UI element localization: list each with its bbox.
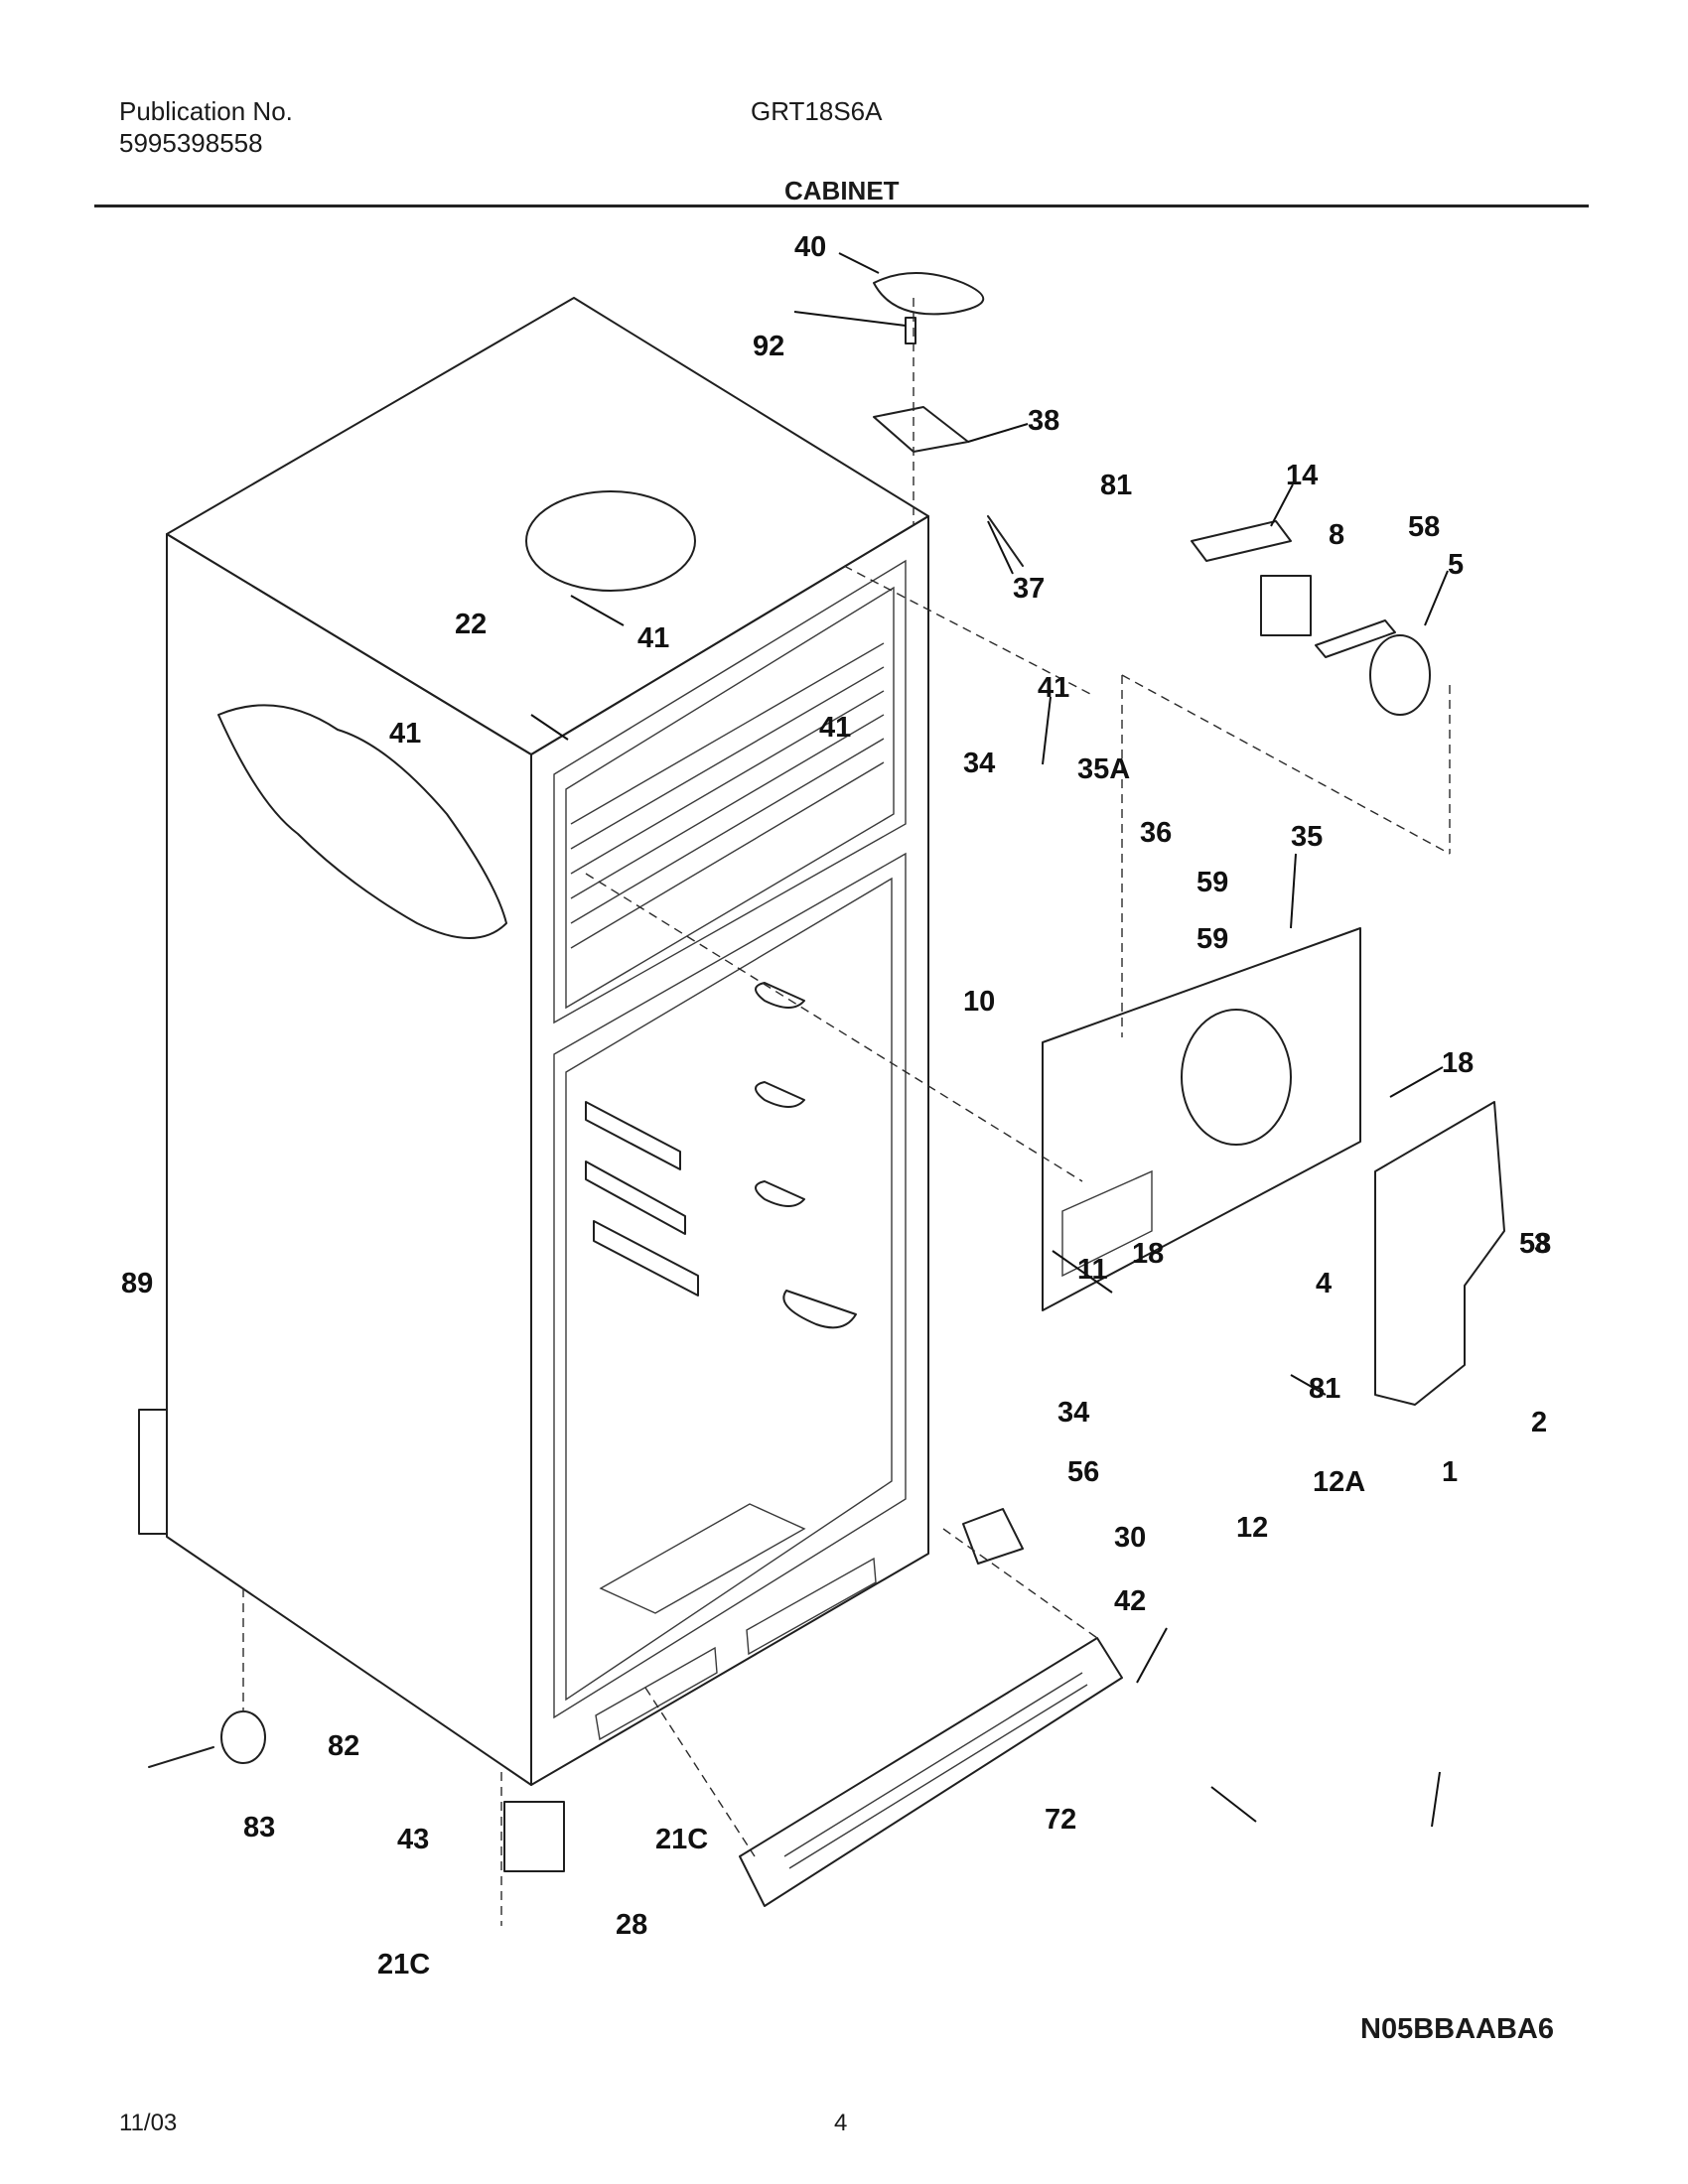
fan-motor-assembly: [1191, 520, 1431, 716]
callout-label: 34: [963, 748, 995, 779]
publication-number: 5995398558: [119, 128, 263, 158]
callout-label: 83: [243, 1812, 275, 1843]
callout-label: 3: [1534, 1228, 1550, 1260]
control-housing: [1374, 1101, 1505, 1406]
callout-label: 18: [1132, 1238, 1164, 1270]
insulation-cutaways: [217, 490, 696, 939]
callout-label: 28: [616, 1909, 647, 1941]
page-number: 4: [834, 2110, 848, 2136]
callout-label: 30: [1114, 1522, 1146, 1554]
freezer-ribs: [570, 642, 885, 949]
header-rule: [94, 205, 1589, 207]
callout-label: 35A: [1077, 753, 1130, 785]
callout-label: 92: [753, 331, 784, 362]
top-hinge-assembly: [873, 272, 1024, 567]
callout-label: 2: [1531, 1407, 1547, 1438]
leader-lines: [530, 252, 1449, 1828]
callout-label: 35: [1291, 821, 1323, 853]
callout-label: 5: [1448, 549, 1464, 581]
section-title: CABINET: [784, 176, 900, 205]
kickplate-grille: [739, 1637, 1123, 1907]
side-bracket: [138, 1409, 168, 1535]
callout-label: 4: [1316, 1268, 1332, 1299]
shelf-supports: [585, 982, 857, 1614]
callout-label: 59: [1196, 867, 1228, 898]
callout-label: 41: [389, 718, 421, 750]
callout-label: 12A: [1313, 1466, 1365, 1498]
diagram-code: N05BBAABA6: [1360, 2013, 1554, 2045]
callout-label: 81: [1309, 1373, 1340, 1405]
callout-label: 34: [1057, 1397, 1089, 1429]
callout-label: 37: [1013, 573, 1045, 605]
callout-label: 21C: [655, 1824, 708, 1855]
publication-label: Publication No.: [119, 96, 293, 126]
callout-label: 8: [1329, 519, 1344, 551]
cabinet-body: [166, 297, 929, 1786]
callout-label: 18: [1442, 1047, 1474, 1079]
callout-label: 59: [1196, 923, 1228, 955]
callout-label: 41: [637, 622, 669, 654]
callout-label: 38: [1028, 405, 1059, 437]
callout-labels: 40 92 38 81 14 8 58 5 37 22 41 41 41 41 …: [121, 231, 1551, 1980]
callout-label: 40: [794, 231, 826, 263]
callout-label: 56: [1067, 1456, 1099, 1488]
callout-label: 81: [1100, 470, 1132, 501]
callout-label: 22: [455, 609, 487, 640]
callout-label: 41: [819, 712, 851, 744]
callout-label: 82: [328, 1730, 359, 1762]
callout-label: 42: [1114, 1585, 1146, 1617]
callout-label: 41: [1038, 672, 1069, 704]
callout-label: 12: [1236, 1512, 1268, 1544]
callout-label: 21C: [377, 1949, 430, 1980]
assembly-lines: [242, 565, 1451, 1926]
evaporator-cover: [1042, 927, 1361, 1311]
bottom-components: [148, 1508, 1024, 1872]
footer-date: 11/03: [119, 2110, 178, 2136]
callout-label: 58: [1408, 511, 1440, 543]
callout-label: 43: [397, 1824, 429, 1855]
callout-label: 11: [1077, 1254, 1108, 1286]
callout-label: 89: [121, 1268, 153, 1299]
callout-label: 72: [1045, 1804, 1076, 1836]
callout-label: 36: [1140, 817, 1172, 849]
callout-label: 10: [963, 986, 995, 1018]
callout-label: 58: [1519, 1228, 1551, 1260]
callout-label: 14: [1286, 460, 1318, 491]
model-number: GRT18S6A: [751, 96, 883, 126]
callout-label: 1: [1442, 1456, 1458, 1488]
